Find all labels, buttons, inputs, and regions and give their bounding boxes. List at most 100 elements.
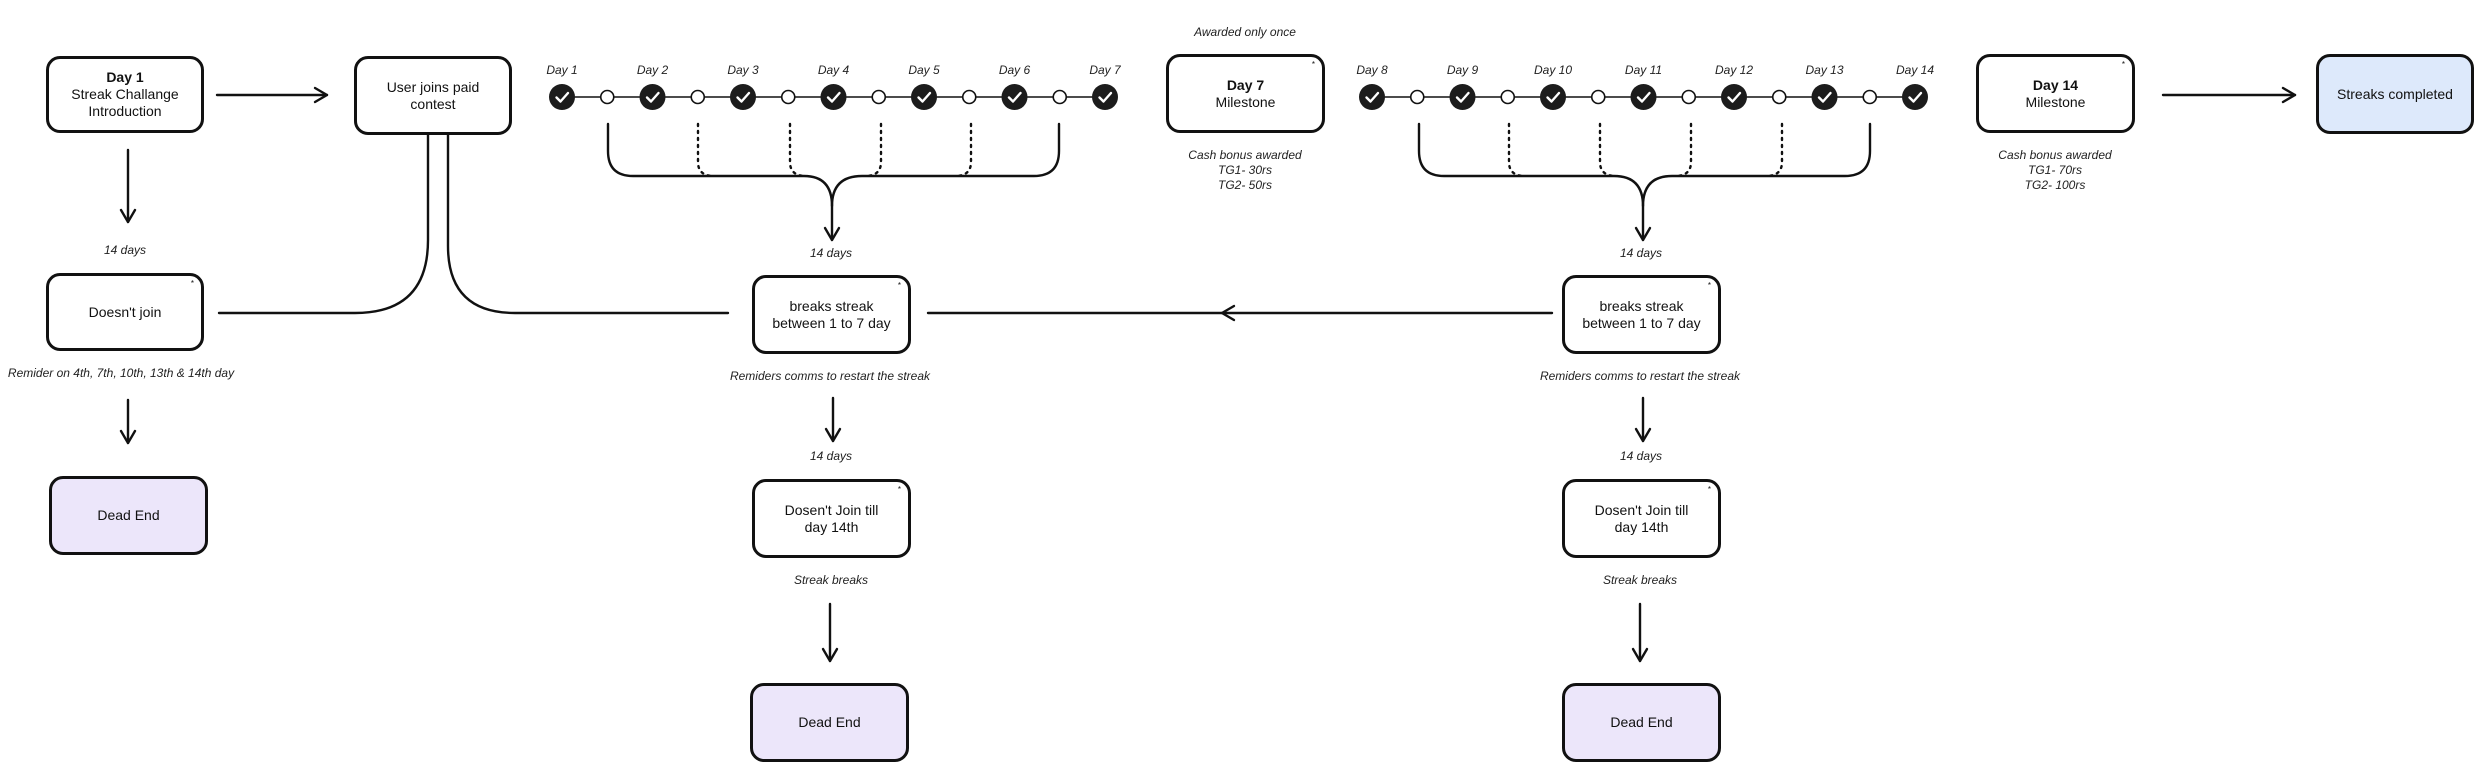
timeline-day-label: Day 13 — [1805, 63, 1844, 77]
fourteen-days-note: 14 days — [809, 246, 853, 260]
day7-title: Day 7 — [1226, 76, 1265, 93]
check-icon — [645, 91, 660, 103]
streaks-completed-node: Streaks completed — [2316, 54, 2474, 134]
dosent-join-b-line2: day 14th — [1614, 518, 1669, 535]
timeline-check-dot — [1630, 84, 1657, 110]
timeline-open-dot — [1052, 89, 1068, 105]
timeline-open-dot — [599, 89, 615, 105]
timeline-open-dot — [961, 89, 977, 105]
timeline-check-dot — [1811, 84, 1838, 110]
timeline-day-label: Day 11 — [1624, 63, 1663, 77]
timeline-day-label: Day 7 — [1089, 63, 1121, 77]
node-marker: * — [1311, 60, 1315, 69]
timeline-open-dot — [1500, 89, 1516, 105]
brace-week2-dotted-3 — [1673, 122, 1693, 178]
timeline-check-dot — [1001, 84, 1028, 110]
reminders-comms-note: Remiders comms to restart the streak — [1539, 369, 1741, 383]
timeline-check-dot — [1359, 84, 1385, 110]
timeline-week1 — [549, 84, 1118, 110]
brace-week2-right — [1641, 122, 1872, 208]
arrowhead — [313, 86, 329, 104]
day1-title: Day 1 — [106, 69, 144, 85]
check-icon — [1365, 91, 1380, 103]
arrow-doesnt-join-to-join — [217, 114, 430, 315]
check-icon — [1727, 91, 1742, 103]
brace-week1-dotted-2 — [788, 122, 808, 178]
fourteen-days-note: 14 days — [809, 449, 853, 463]
arrowhead — [823, 226, 841, 242]
timeline-check-dot — [1540, 84, 1566, 110]
timeline-check-dot — [911, 84, 937, 110]
brace-week1-dotted-1 — [696, 122, 716, 178]
timeline-day-label: Day 12 — [1714, 63, 1754, 77]
arrowhead — [821, 647, 839, 663]
dosent-join-b-line1: Dosen't Join till — [1594, 501, 1689, 518]
day7-line2: Milestone — [1215, 93, 1276, 110]
check-icon — [826, 91, 841, 103]
arrow-break-to-join — [446, 114, 730, 315]
timeline-day-label: Day 8 — [1356, 63, 1388, 77]
timeline-day-label: Day 3 — [727, 63, 759, 77]
brace-week1-right — [830, 122, 1061, 208]
check-icon — [1455, 91, 1470, 103]
arrowhead — [1634, 427, 1652, 443]
arrowhead — [1631, 647, 1649, 663]
bonus-line: Cash bonus awarded — [1998, 148, 2112, 162]
user-joins-line1: User joins paid — [386, 78, 480, 95]
bonus-line: Cash bonus awarded — [1188, 148, 1302, 162]
brace-week1-dotted-4 — [953, 122, 973, 178]
brace-week2-dotted-2 — [1598, 122, 1618, 178]
doesnt-join-label: Doesn't join — [88, 303, 162, 320]
dosent-join-a-line1: Dosen't Join till — [784, 501, 879, 518]
timeline-day-label: Day 4 — [817, 63, 850, 77]
dosent-join-node-a: * Dosen't Join till day 14th — [752, 479, 911, 558]
brace-week2-dotted-4 — [1764, 122, 1784, 178]
dead-end-mid-label: Dead End — [798, 714, 861, 730]
timeline-day-label: Day 10 — [1533, 63, 1573, 77]
timeline-open-dot — [690, 89, 706, 105]
day14-milestone-node: * Day 14 Milestone — [1976, 54, 2135, 133]
check-icon — [917, 91, 932, 103]
brace-week2-left — [1417, 122, 1645, 242]
timeline-check-dot — [639, 84, 666, 110]
brace-week1-left — [606, 122, 834, 242]
timeline-day-label: Day 2 — [636, 63, 669, 77]
fourteen-days-note: 14 days — [1619, 449, 1663, 463]
arrowhead — [1220, 304, 1236, 322]
timeline-open-dot — [871, 89, 887, 105]
timeline-open-dot — [1862, 89, 1878, 105]
breaks-streak-a-line1: breaks streak — [789, 297, 874, 314]
user-joins-node: User joins paid contest — [354, 56, 512, 135]
node-marker: * — [190, 279, 194, 288]
timeline-day-label: Day 14 — [1895, 63, 1935, 77]
bonus-line: TG2- 50rs — [1217, 178, 1272, 192]
timeline-check-dot — [730, 84, 756, 110]
day1-line3: Introduction — [88, 103, 162, 119]
check-icon — [1908, 91, 1923, 103]
brace-week2-dotted-1 — [1507, 122, 1527, 178]
day14-bonus-note: Cash bonus awarded TG1- 70rs TG2- 100rs — [1955, 148, 2155, 193]
dosent-join-node-b: * Dosen't Join till day 14th — [1562, 479, 1721, 558]
check-icon — [1098, 91, 1113, 103]
breaks-streak-node-a: * breaks streak between 1 to 7 day — [752, 275, 911, 354]
node-marker: * — [897, 485, 901, 494]
day7-bonus-note: Cash bonus awarded TG1- 30rs TG2- 50rs — [1145, 148, 1345, 193]
timeline-open-dot — [1590, 89, 1606, 105]
streak-breaks-note: Streak breaks — [793, 573, 869, 587]
doesnt-join-node: * Doesn't join — [46, 273, 204, 351]
timeline-day-label: Day 9 — [1446, 63, 1479, 77]
day1-intro-node: Day 1 Streak Challange Introduction — [46, 56, 204, 133]
awarded-once-note: Awarded only once — [1194, 25, 1296, 39]
breaks-streak-b-line2: between 1 to 7 day — [1582, 314, 1701, 331]
timeline-open-dot — [780, 89, 796, 105]
bonus-line: TG1- 70rs — [2027, 163, 2082, 177]
timeline-check-dot — [1902, 84, 1928, 110]
arrowhead — [119, 208, 137, 224]
check-icon — [736, 91, 751, 103]
timeline-check-dot — [1721, 84, 1747, 110]
fourteen-days-note: 14 days — [1619, 246, 1663, 260]
breaks-streak-b-line1: breaks streak — [1599, 297, 1684, 314]
check-icon — [1546, 91, 1561, 103]
arrowhead — [119, 429, 137, 445]
